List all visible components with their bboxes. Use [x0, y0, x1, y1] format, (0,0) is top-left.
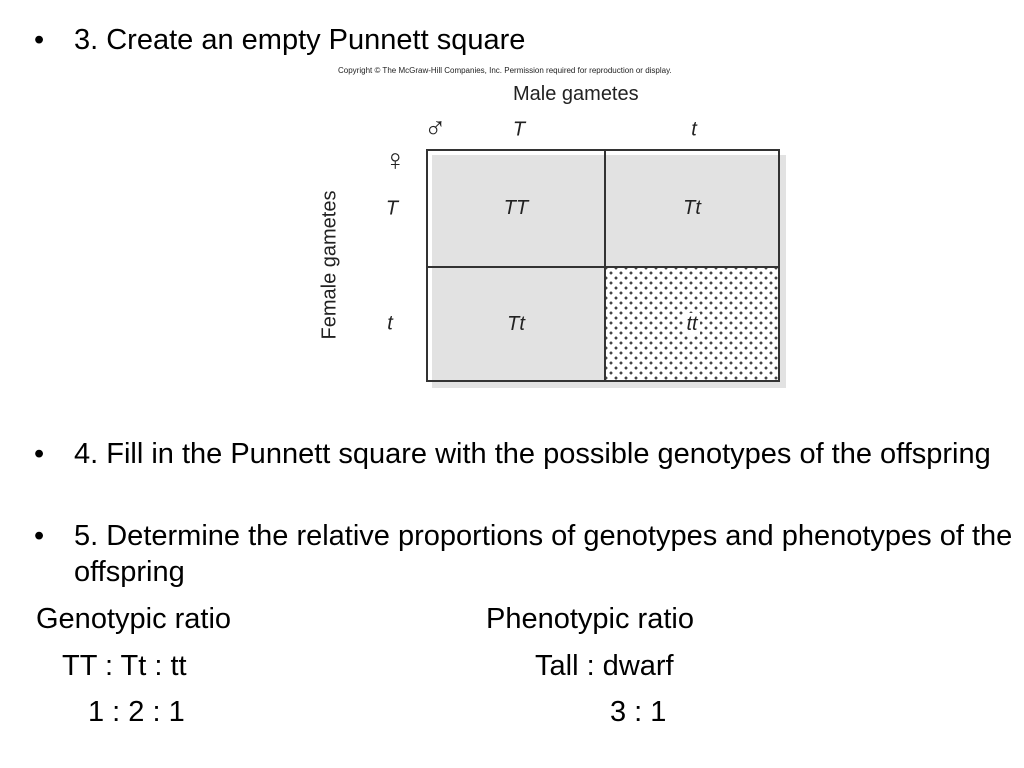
bullet-text: 3. Create an empty Punnett square — [74, 24, 526, 56]
female-symbol-icon: ♀ — [384, 144, 407, 177]
male-gametes-label: Male gametes — [513, 83, 639, 105]
bullet-text: 4. Fill in the Punnett square with the p… — [74, 438, 991, 470]
punnett-cell-text: tt — [684, 312, 700, 336]
bullet-dot: • — [34, 24, 45, 56]
phenotypic-ratio-heading: Phenotypic ratio — [486, 603, 694, 635]
male-symbol-icon: ♂ — [424, 112, 447, 145]
bullet-text: 5. Determine the relative proportions of… — [74, 520, 1013, 588]
bullet-dot: • — [34, 520, 45, 552]
female-allele-2: t — [387, 312, 393, 335]
genotypic-ratio-labels: TT : Tt : tt — [62, 650, 187, 682]
punnett-cell: Tt — [604, 149, 780, 268]
genotypic-ratio-heading: Genotypic ratio — [36, 603, 232, 635]
punnett-cell: TT — [426, 149, 606, 268]
male-allele-1: T — [512, 118, 526, 141]
punnett-grid: TT Tt Tt tt — [426, 149, 780, 382]
phenotypic-ratio-values: 3 : 1 — [610, 696, 667, 728]
copyright-notice: Copyright © The McGraw-Hill Companies, I… — [338, 66, 672, 75]
genotypic-ratio-values: 1 : 2 : 1 — [88, 696, 185, 728]
bullet-dot: • — [34, 438, 45, 470]
punnett-cell-shaded: tt — [604, 266, 780, 382]
punnett-cell: Tt — [426, 266, 606, 382]
female-allele-1: T — [385, 197, 399, 220]
male-allele-2: t — [691, 118, 697, 141]
phenotypic-ratio-labels: Tall : dwarf — [535, 650, 674, 682]
